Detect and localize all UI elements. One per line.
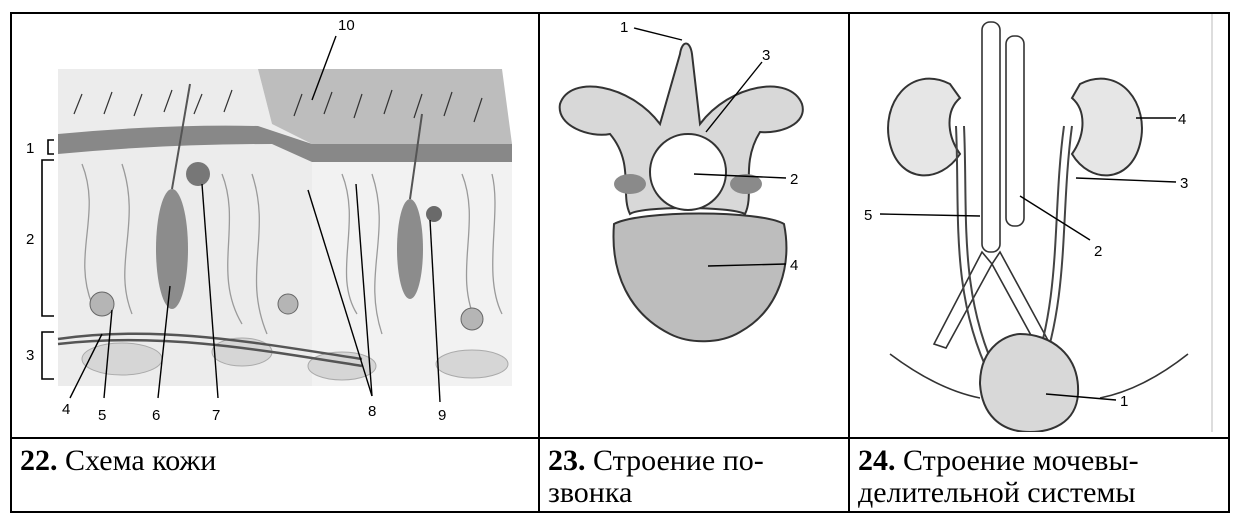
- vertebra-label-2: 2: [790, 171, 798, 188]
- vertebral-foramen: [650, 134, 726, 210]
- great-vessels: [934, 22, 1050, 348]
- skin-label-6: 6: [152, 407, 160, 424]
- skin-label-10: 10: [338, 17, 355, 34]
- vertebral-body: [613, 214, 786, 342]
- skin-label-2: 2: [26, 231, 34, 248]
- skin-label-5: 5: [98, 407, 106, 424]
- caption-cell-23: 23. Строение по- звонка: [539, 438, 849, 512]
- skin-label-8: 8: [368, 403, 376, 420]
- skin-label-7: 7: [212, 407, 220, 424]
- caption-23: 23. Строение по- звонка: [540, 439, 848, 509]
- vertebra-label-4: 4: [790, 257, 798, 274]
- bladder: [980, 334, 1078, 432]
- urinary-label-2: 2: [1094, 243, 1102, 260]
- urinary-label-5: 5: [864, 207, 872, 224]
- urinary-diagram-cell: 4 3 5 2 1: [849, 13, 1229, 438]
- caption-cell-24: 24. Строение мочевы- делительной системы: [849, 438, 1229, 512]
- right-kidney: [1072, 79, 1142, 176]
- skin-label-9: 9: [438, 407, 446, 424]
- caption-text-23-line1: Строение по-: [593, 444, 764, 477]
- urinary-label-4: 4: [1178, 111, 1186, 128]
- skin-label-3: 3: [26, 347, 34, 364]
- caption-text-24-line2: делительной системы: [858, 476, 1136, 509]
- skin-label-1: 1: [26, 140, 34, 157]
- skin-diagram-cell: 10 1 2 3 4 5 6 7 8 9: [11, 13, 539, 438]
- image-row: 10 1 2 3 4 5 6 7 8 9: [11, 13, 1229, 438]
- caption-text-24-line1: Строение мочевы-: [903, 444, 1139, 477]
- caption-22: 22. Схема кожи: [12, 439, 538, 477]
- vertebra-label-3: 3: [762, 47, 770, 64]
- urinary-label-1: 1: [1120, 393, 1128, 410]
- left-kidney: [888, 79, 960, 176]
- caption-cell-22: 22. Схема кожи: [11, 438, 539, 512]
- figure-number-24: 24.: [858, 444, 896, 477]
- caption-row: 22. Схема кожи 23. Строение по- звонка 2…: [11, 438, 1229, 512]
- vertebra-diagram-cell: 1 3 2 4: [539, 13, 849, 438]
- left-facet: [614, 174, 646, 194]
- caption-text-23-line2: звонка: [548, 476, 632, 509]
- vertebra-diagram: 1 3 2 4: [540, 14, 848, 432]
- urinary-diagram: 4 3 5 2 1: [850, 14, 1228, 432]
- vertebra-label-1: 1: [620, 19, 628, 36]
- figures-table: 10 1 2 3 4 5 6 7 8 9: [10, 12, 1230, 513]
- caption-24: 24. Строение мочевы- делительной системы: [850, 439, 1228, 509]
- urinary-label-3: 3: [1180, 175, 1188, 192]
- skin-diagram: 10 1 2 3 4 5 6 7 8 9: [12, 14, 538, 432]
- layer-brackets: [42, 140, 54, 379]
- figure-number-23: 23.: [548, 444, 586, 477]
- skin-label-4: 4: [62, 401, 70, 418]
- caption-text-22: Схема кожи: [65, 444, 216, 477]
- figure-number-22: 22.: [20, 444, 58, 477]
